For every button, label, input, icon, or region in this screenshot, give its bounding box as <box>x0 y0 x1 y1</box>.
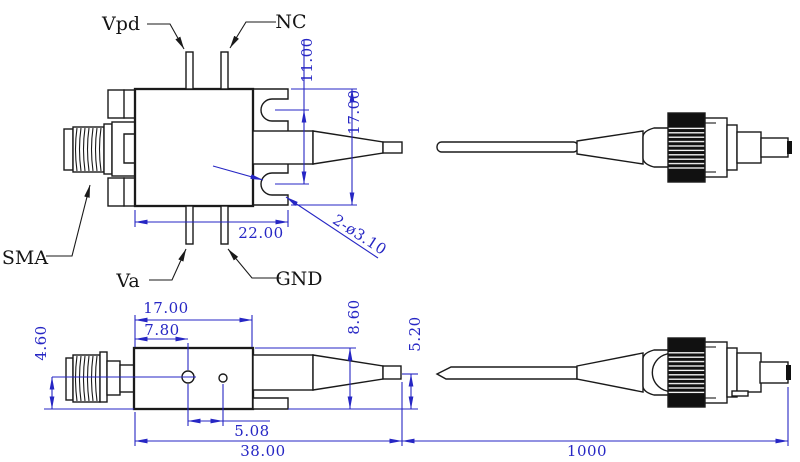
label-gnd: GND <box>275 268 322 290</box>
fiber-cable-side <box>435 366 578 380</box>
fc-knurl-stripes-top <box>668 127 705 170</box>
pin-nc <box>220 51 229 90</box>
leader-sma <box>46 184 91 257</box>
pin-va <box>185 205 194 245</box>
fc-ferrule-side <box>759 361 789 384</box>
leader-va <box>149 248 187 281</box>
pin-hole-2 <box>218 373 228 383</box>
boot-holder-side <box>252 354 314 391</box>
dim-17-top-view: 17.00 <box>345 89 363 134</box>
pin-gnd <box>220 205 229 245</box>
fc-boot-cone-side <box>576 352 644 393</box>
top-view-module <box>63 51 403 245</box>
sma-flange-ring <box>103 123 113 175</box>
label-vpd: Vpd <box>101 13 140 35</box>
slot-leader-2 <box>285 196 379 259</box>
boot-tip-top <box>382 141 403 154</box>
dim-508: 5.08 <box>234 422 269 440</box>
fc-key-tab <box>731 390 749 397</box>
fc-back-shell-side <box>642 349 671 396</box>
dim-11: 11.00 <box>298 37 316 82</box>
boot-cone-top <box>312 130 384 165</box>
leader-nc <box>229 21 276 49</box>
upper-tab <box>107 89 136 119</box>
fc-knurl-stripes-side <box>668 352 705 395</box>
sma-thread-lines <box>74 127 102 172</box>
module-body-top-view <box>133 87 255 208</box>
dim-460: 4.60 <box>32 325 50 360</box>
sma-hex-2 <box>119 364 135 393</box>
dim-38: 38.00 <box>240 442 285 460</box>
dim-860: 8.60 <box>345 299 363 334</box>
dim-520: 5.20 <box>406 316 424 351</box>
label-va: Va <box>115 270 139 292</box>
fc-ferrule-top <box>760 137 789 158</box>
dim-22: 22.00 <box>238 224 283 242</box>
fc-connector-top-view <box>436 112 792 183</box>
pin-vpd <box>185 51 194 90</box>
dim-17-side-view: 17.00 <box>143 299 188 317</box>
fc-housing-side <box>704 341 728 404</box>
fc-back-shell-arc <box>651 353 668 392</box>
dim-780: 7.80 <box>144 321 179 339</box>
sma-hex-1 <box>106 360 121 396</box>
boot-tip-side <box>382 365 402 380</box>
fc-connector-side-view <box>435 337 791 408</box>
lower-tab <box>107 177 136 207</box>
fc-boot-cone-top <box>576 130 644 165</box>
fc-back-shell-top <box>642 127 671 168</box>
fc-ferrule-tip-top <box>787 141 792 154</box>
sma-thread-lines-side <box>74 355 98 402</box>
label-nc: NC <box>275 11 306 33</box>
sma-base-notch <box>123 133 136 164</box>
side-view-dimensions: 4.60 17.00 7.80 8.60 5.20 5.08 38.00 100… <box>32 299 789 460</box>
pin-labels: Vpd NC SMA Va GND <box>2 11 323 292</box>
fc-front-body-top <box>736 131 762 164</box>
fiber-cable-top <box>436 141 579 153</box>
sma-connector-top <box>63 121 136 177</box>
sma-thread-body-side <box>72 354 101 403</box>
leader-gnd <box>227 248 281 279</box>
boot-cone-side <box>312 354 384 391</box>
slot-leader-1 <box>212 165 264 181</box>
dim-1000: 1000 <box>567 442 607 460</box>
base-plate-step <box>252 397 289 410</box>
sma-end-cap <box>63 128 74 171</box>
fc-step-top <box>726 124 738 171</box>
side-view-module <box>65 346 402 411</box>
fc-housing-top <box>704 117 728 178</box>
fc-ferrule-tip-side <box>786 365 791 380</box>
leader-vpd <box>147 23 185 50</box>
dim-mounting-slots: 2-ø3.10 <box>329 211 390 259</box>
sma-end-cap-side <box>65 357 74 401</box>
label-sma: SMA <box>2 247 48 269</box>
fc-step-side <box>726 347 738 398</box>
fc-front-body-side <box>736 352 762 393</box>
